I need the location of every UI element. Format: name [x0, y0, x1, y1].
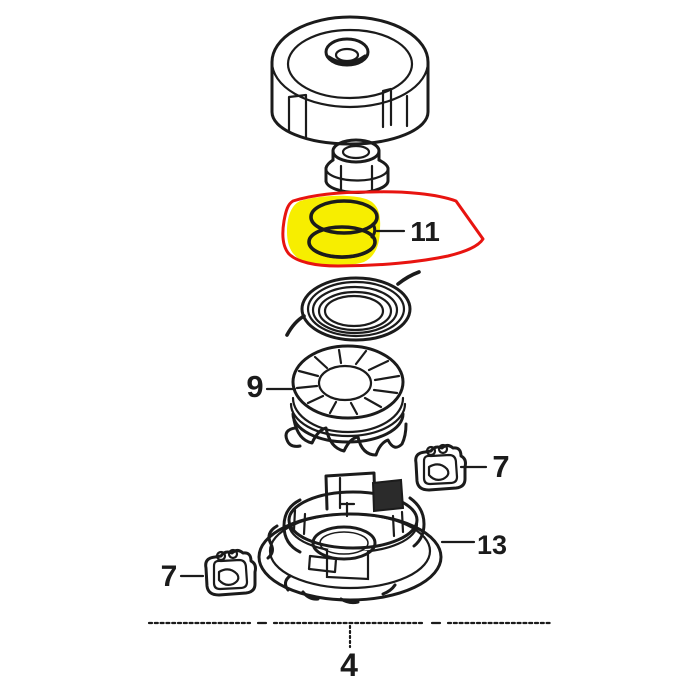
clip-right-glyph	[414, 443, 467, 492]
cap-slot-right	[381, 87, 393, 129]
drum-cap-part	[270, 15, 430, 146]
lock-nut-part	[324, 138, 390, 195]
clip-left-glyph	[204, 548, 257, 597]
line-guide-clip-right-part: 7	[414, 443, 510, 492]
label-spool: 9	[246, 369, 263, 404]
highlight-callout: 11	[281, 190, 485, 268]
spool-castellations	[292, 418, 408, 457]
label-base: 13	[477, 530, 507, 560]
label-assembly: 4	[340, 647, 358, 683]
highlight-outline	[281, 190, 485, 268]
spool-hook	[284, 426, 302, 448]
line-spool-part: 9	[246, 344, 408, 457]
cap-hub	[324, 37, 370, 67]
line-guide-clip-left-part: 7	[161, 548, 257, 597]
base-tab-shaded	[371, 478, 405, 513]
base-hook-left	[266, 524, 279, 560]
label-ring-set: 11	[410, 216, 440, 247]
spring-tail-left	[285, 314, 306, 337]
cap-notch-left	[287, 93, 308, 139]
ring-washer-set-part	[307, 199, 379, 259]
spring-tail-right	[396, 270, 421, 286]
label-clip-left: 7	[161, 560, 178, 593]
base-center-hole	[311, 525, 377, 561]
spiral-spring-part	[285, 270, 421, 342]
base-housing-part: 13	[257, 471, 507, 605]
center-line-part: 4	[147, 621, 552, 683]
label-clip-right: 7	[492, 449, 509, 484]
